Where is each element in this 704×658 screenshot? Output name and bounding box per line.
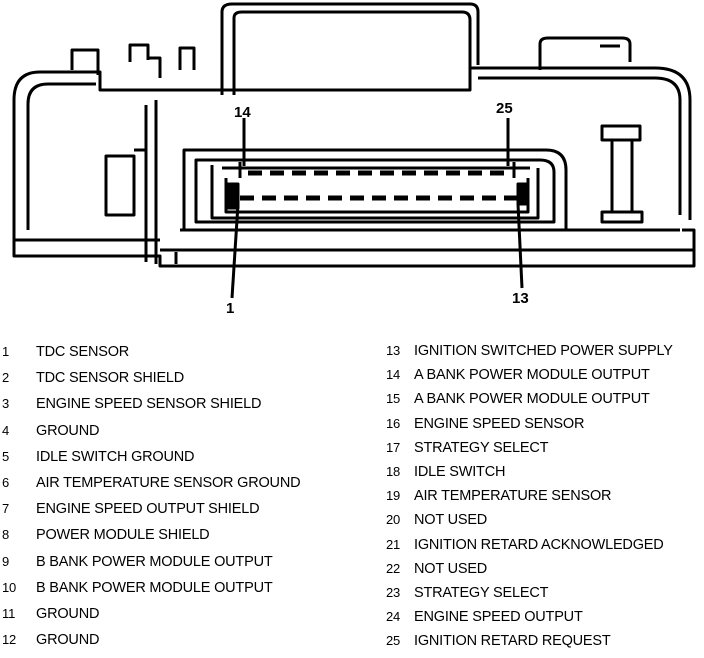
pin-number: 4 — [2, 422, 10, 438]
pin-number: 9 — [2, 553, 10, 569]
pin-description: IGNITION RETARD ACKNOWLEDGED — [414, 536, 664, 553]
pin-description: AIR TEMPERATURE SENSOR GROUND — [36, 475, 301, 491]
leader-13 — [516, 203, 524, 289]
legend-right: 13 IGNITION SWITCHED POWER SUPPLY 14 A BANK… — [384, 343, 702, 655]
pin-description: TDC SENSOR SHIELD — [36, 370, 185, 387]
pin-description: IGNITION SWITCHED POWER SUPPLY — [414, 343, 673, 359]
pin-description: ENGINE SPEED OUTPUT — [414, 609, 583, 626]
pin-number: 11 — [2, 606, 16, 621]
pin-description: IGNITION RETARD REQUEST — [414, 633, 611, 650]
pin-label-1: 1 — [226, 300, 235, 317]
pin-description: B BANK POWER MODULE OUTPUT — [36, 579, 273, 596]
pin-number: 5 — [2, 448, 10, 464]
pin-description: IDLE SWITCH — [414, 464, 506, 480]
pin-description: ENGINE SPEED SENSOR — [414, 415, 585, 432]
connector-diagram — [12, 2, 696, 299]
pin-description: AIR TEMPERATURE SENSOR — [414, 488, 612, 505]
pin-description: A BANK POWER MODULE OUTPUT — [414, 391, 650, 408]
pin-number: 3 — [2, 396, 10, 412]
pin-description: ENGINE SPEED SENSOR SHIELD — [36, 396, 262, 413]
pin-number: 14 — [386, 367, 401, 383]
pin-number: 19 — [386, 488, 401, 504]
pin-number: 13 — [386, 343, 401, 358]
pin-description: NOT USED — [414, 512, 488, 529]
pin-description: STRATEGY SELECT — [414, 585, 549, 601]
pin-description: GROUND — [36, 606, 100, 622]
pin-description: B BANK POWER MODULE OUTPUT — [36, 553, 273, 570]
pin-number: 1 — [2, 344, 10, 359]
pin-description: STRATEGY SELECT — [414, 439, 549, 456]
pin-number: 22 — [386, 560, 401, 576]
pin-description: TDC SENSOR — [36, 344, 130, 360]
pin-description: A BANK POWER MODULE OUTPUT — [414, 367, 650, 384]
connector-shroud — [182, 148, 568, 232]
pin-description: IDLE SWITCH GROUND — [36, 448, 195, 465]
pin-number: 25 — [386, 633, 401, 649]
housing-body — [12, 66, 692, 235]
pin-number: 2 — [2, 370, 10, 386]
housing-top — [220, 2, 480, 95]
pin-number: 10 — [2, 579, 17, 595]
pin-number: 12 — [2, 632, 17, 648]
pin-number: 6 — [2, 475, 10, 490]
pin-number: 24 — [386, 609, 401, 625]
pin-number: 18 — [386, 464, 401, 479]
pin-number: 16 — [386, 415, 401, 431]
pin-number: 8 — [2, 527, 10, 543]
pin-description: POWER MODULE SHIELD — [36, 527, 210, 544]
pin-description: NOT USED — [414, 560, 488, 577]
pin-number: 15 — [386, 391, 401, 407]
pin-number: 23 — [386, 585, 401, 600]
pin-number: 17 — [386, 439, 401, 455]
pin-description: GROUND — [36, 422, 100, 439]
pin-label-13: 13 — [512, 290, 529, 307]
pin-number: 7 — [2, 501, 10, 517]
pin-label-14: 14 — [234, 104, 251, 121]
pin-number: 20 — [386, 512, 401, 528]
pin-number: 21 — [386, 536, 401, 552]
pin-description: GROUND — [36, 632, 100, 649]
pin-description: ENGINE SPEED OUTPUT SHIELD — [36, 501, 260, 518]
leader-1 — [230, 203, 240, 299]
pin-label-25: 25 — [496, 100, 513, 117]
